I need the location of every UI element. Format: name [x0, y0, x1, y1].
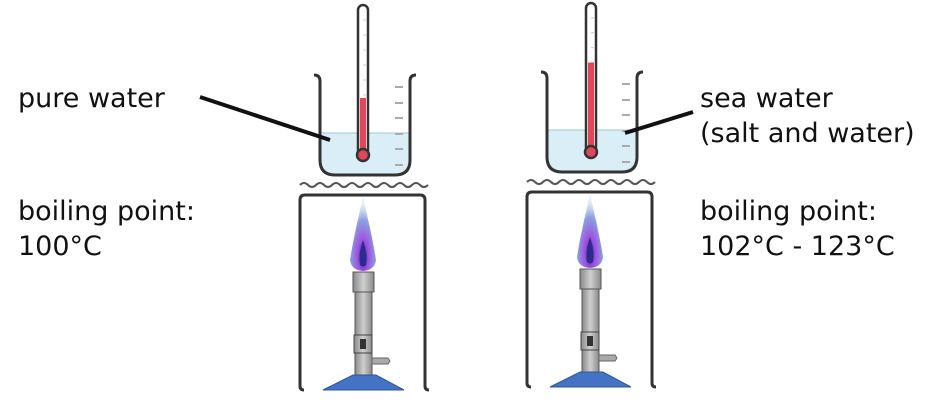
mercury-column: [588, 62, 594, 152]
right-boiling-point-title: boiling point:: [700, 196, 877, 227]
sea-water-sublabel: (salt and water): [700, 118, 915, 149]
left-thermometer: [355, 3, 371, 163]
thermometer-bulb: [355, 147, 371, 163]
right-thermometer: [583, 1, 599, 160]
thermometer-bulb: [583, 144, 599, 160]
pointer-line-left: [199, 95, 331, 142]
pure-water-label: pure water: [18, 83, 165, 114]
pointer-line-right: [624, 110, 694, 135]
left-boiling-point-value: 100°C: [18, 231, 102, 262]
sea-water-label: sea water: [700, 83, 833, 114]
right-boiling-point-value: 102°C - 123°C: [700, 231, 895, 262]
left-boiling-point-title: boiling point:: [18, 196, 195, 227]
mercury-column: [360, 98, 366, 155]
